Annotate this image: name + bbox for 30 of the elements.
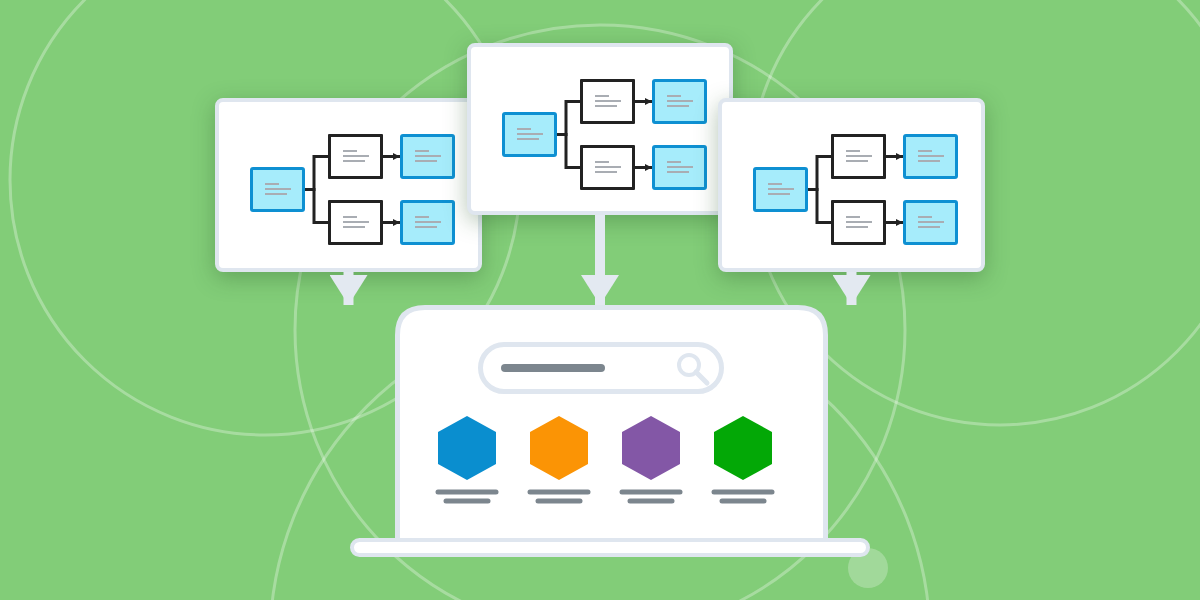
process-box [328,134,383,179]
process-box [580,145,635,190]
diagram-card [718,98,985,272]
diagram-card [215,98,482,272]
arrow [635,98,652,105]
diagram-card [467,43,733,215]
arrow [383,219,400,226]
process-box [903,134,958,179]
process-box [652,145,707,190]
arrow [581,215,619,305]
process-box [400,134,455,179]
arrow [886,153,903,160]
process-box [753,167,808,212]
connector-line [305,188,328,224]
process-box [250,167,305,212]
process-box [328,200,383,245]
process-box [502,112,557,157]
process-box [580,79,635,124]
arrow [886,219,903,226]
arrow [383,153,400,160]
arrow [832,272,871,305]
process-box [831,134,886,179]
connector-line [557,133,580,169]
arrow [329,272,368,305]
process-box [652,79,707,124]
process-box [400,200,455,245]
process-box [903,200,958,245]
arrow [635,164,652,171]
connector-line [808,188,831,224]
process-box [831,200,886,245]
